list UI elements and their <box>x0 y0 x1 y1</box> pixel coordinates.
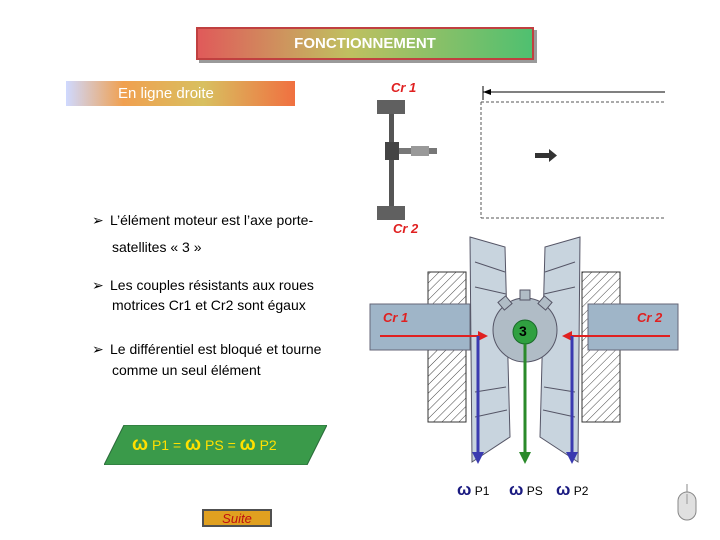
satellite-number-label: 3 <box>519 323 527 339</box>
bullet-3-line2: comme un seul élément <box>112 362 261 378</box>
omega-p1-label: ω P1 <box>457 480 490 499</box>
top-cr2-label: Cr 2 <box>393 221 419 236</box>
bullet-1: ➢ L’élément moteur est l’axe porte- <box>92 212 313 229</box>
bullet-1-cont: satellites « 3 » <box>112 239 202 255</box>
right-cr2-label: Cr 2 <box>637 310 663 325</box>
bullet-1-line2: satellites « 3 » <box>112 239 202 255</box>
bullet-3-cont: comme un seul élément <box>112 362 261 378</box>
formula-text: ω P1 = ω PS = ω P2 <box>132 434 277 455</box>
bullet-2: ➢ Les couples résistants aux roues <box>92 277 314 294</box>
suite-button[interactable]: Suite <box>202 509 272 527</box>
omega-ps-label: ω PS <box>509 480 543 499</box>
mouse-icon[interactable] <box>676 484 698 522</box>
title-banner: FONCTIONNEMENT <box>196 27 534 60</box>
formula-box: ω P1 = ω PS = ω P2 <box>104 425 327 465</box>
bullet-2-line1: Les couples résistants aux roues <box>110 277 314 293</box>
page-title: FONCTIONNEMENT <box>294 35 436 52</box>
bullet-2-line2: motrices Cr1 et Cr2 sont égaux <box>112 297 306 313</box>
mode-banner: En ligne droite <box>66 81 295 106</box>
left-cr1-label: Cr 1 <box>383 310 409 325</box>
differential-diagram <box>369 236 679 464</box>
axle-diagram <box>355 80 675 230</box>
arrow-bullet-icon: ➢ <box>92 212 104 228</box>
suite-button-label: Suite <box>222 510 252 526</box>
bullet-3: ➢ Le différentiel est bloqué et tourne <box>92 341 321 358</box>
formula-background <box>104 425 327 465</box>
mode-label: En ligne droite <box>118 85 214 102</box>
arrow-bullet-icon: ➢ <box>92 277 104 293</box>
omega-p2-label: ω P2 <box>556 480 589 499</box>
arrow-bullet-icon: ➢ <box>92 341 104 357</box>
top-cr1-label: Cr 1 <box>391 80 417 95</box>
bullet-3-line1: Le différentiel est bloqué et tourne <box>110 341 322 357</box>
bullet-2-cont: motrices Cr1 et Cr2 sont égaux <box>112 297 306 313</box>
bullet-1-line1: L’élément moteur est l’axe porte- <box>110 212 314 228</box>
